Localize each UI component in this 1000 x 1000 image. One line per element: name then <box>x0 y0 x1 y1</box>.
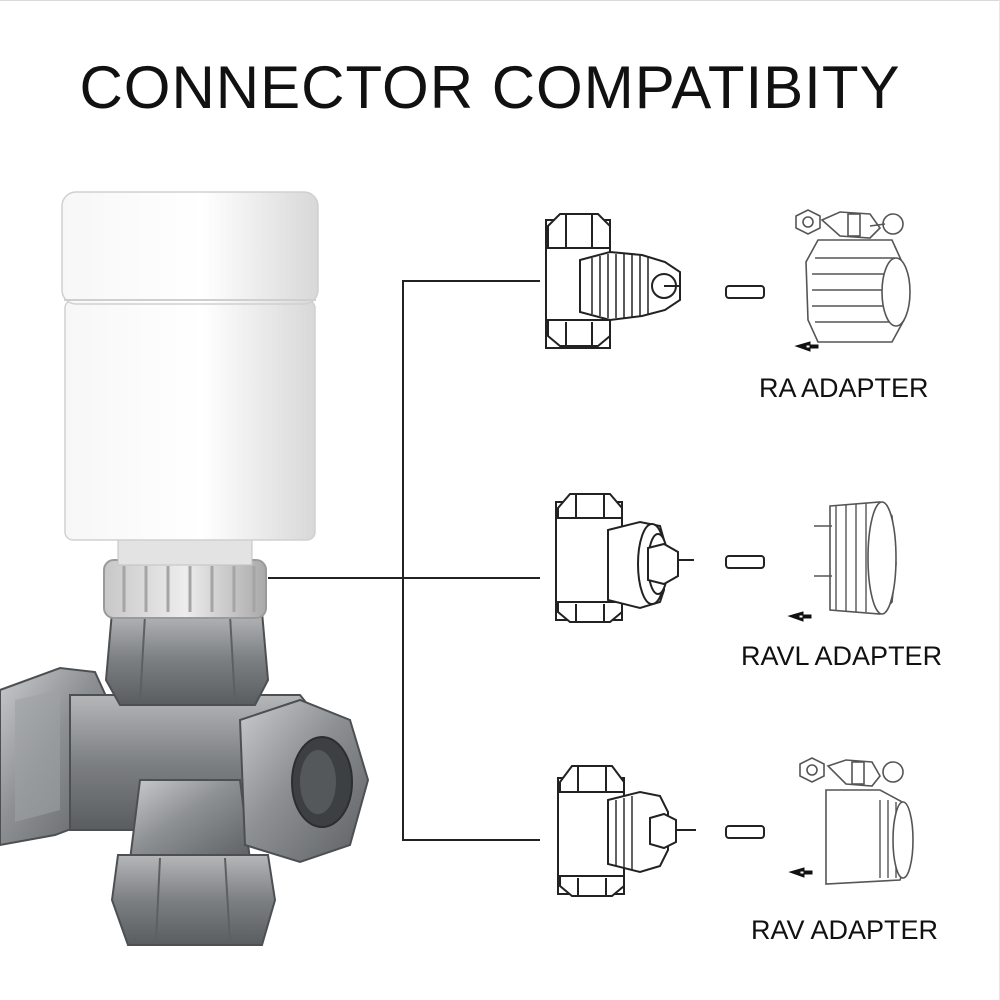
ravl-adapter-drawing <box>814 501 897 615</box>
rav-pin-drawing <box>725 825 765 839</box>
ravl-adapter-label: RAVL ADAPTER <box>741 641 943 671</box>
rav-valve-drawing <box>557 765 696 897</box>
ra-pin-drawing <box>725 285 765 299</box>
left-arrow-icon <box>787 611 812 622</box>
ra-adapter-label: RA ADAPTER <box>759 373 929 403</box>
page-title: CONNECTOR COMPATIBITY <box>79 54 901 121</box>
connector-lines <box>268 280 540 841</box>
ravl-pin-drawing <box>725 555 765 569</box>
rav-adapter-label: RAV ADAPTER <box>751 915 939 945</box>
left-arrow-icon <box>788 867 813 878</box>
product-valve-photo <box>0 191 370 946</box>
ravl-valve-drawing <box>555 493 694 623</box>
left-arrow-icon <box>794 341 819 352</box>
ra-adapter-drawing <box>795 209 911 343</box>
top-border <box>0 0 1000 1</box>
ra-valve-drawing <box>545 213 681 349</box>
rav-adapter-drawing <box>799 757 914 885</box>
